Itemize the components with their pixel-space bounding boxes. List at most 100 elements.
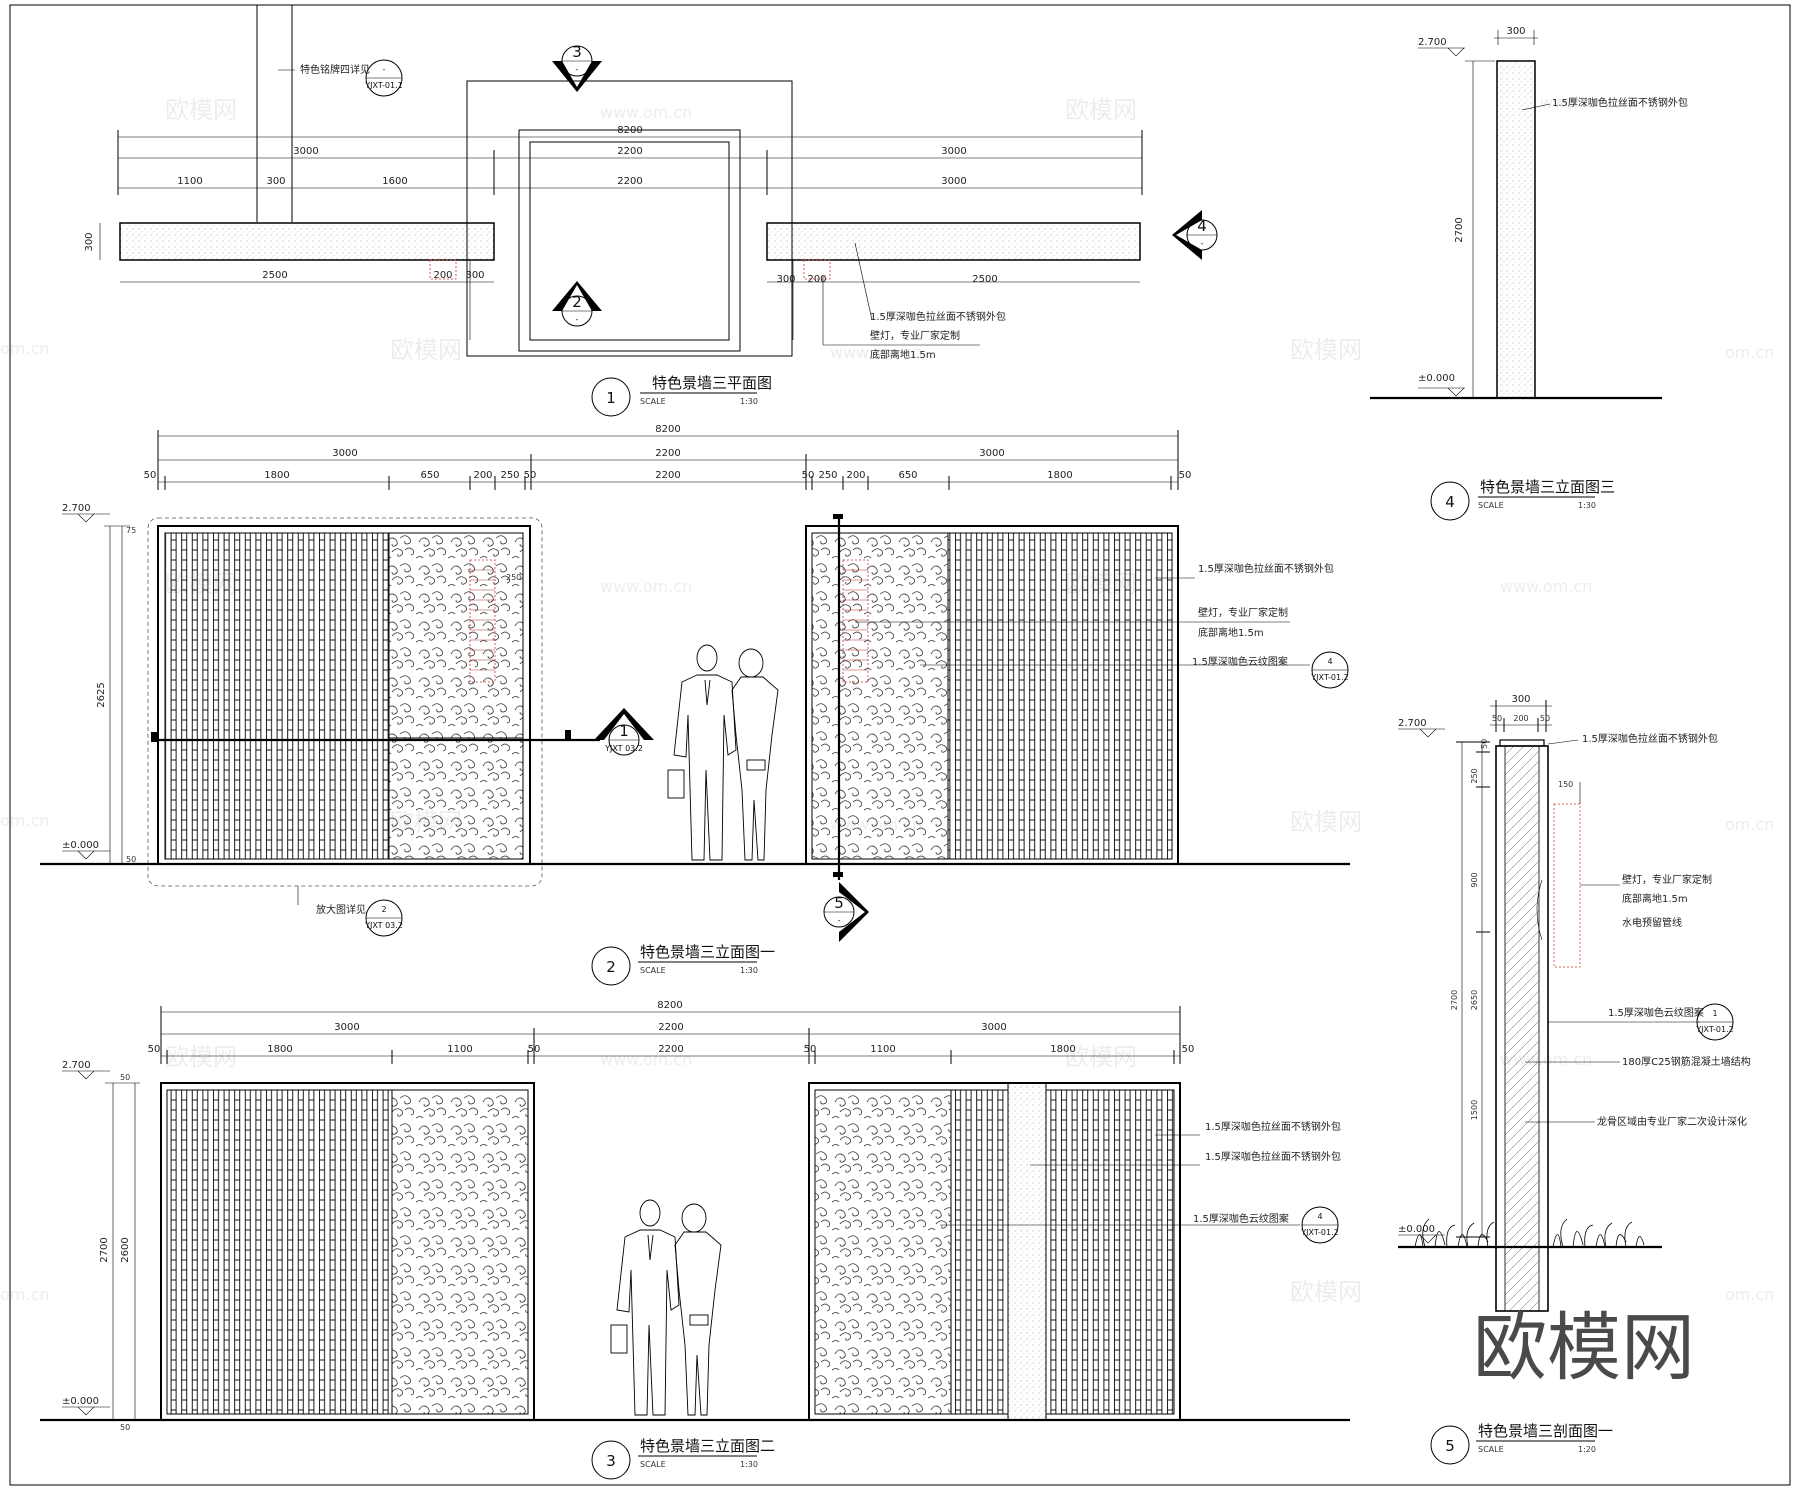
marker-ref: - (838, 916, 841, 925)
dim-text: 1600 (382, 176, 407, 187)
title-elev1: 特色景墙三立面图一 (640, 943, 775, 961)
dim-text: 200 (846, 470, 865, 481)
dim-text: 50 (802, 470, 815, 481)
bubble-ref: YJXT-01.2 (1300, 1228, 1338, 1237)
plan-wall-left (119, 222, 495, 261)
title-bubble-1 (591, 377, 631, 417)
scale-label: SCALE (640, 1460, 666, 1469)
elev1-slats-left (164, 532, 390, 860)
dim-text: 300 (776, 274, 795, 285)
dim-text: 2500 (972, 274, 997, 285)
dim-text: 1800 (1047, 470, 1072, 481)
dim-text: 650 (898, 470, 917, 481)
level-text: 2.700 (1398, 718, 1427, 729)
title-num: 3 (606, 1452, 616, 1470)
dim-text: 300 (465, 270, 484, 281)
dim-text: 2625 (96, 682, 107, 707)
elev2-cloud-panel-left (391, 1089, 529, 1415)
dim-text: 1500 (1470, 1100, 1479, 1120)
marker-num: 2 (572, 293, 582, 311)
dim-text: 300 (84, 232, 95, 251)
watermark: 欧模网 (1065, 1043, 1137, 1071)
dim-text: 2200 (658, 1044, 683, 1055)
dim-text: 300 (1506, 26, 1525, 37)
elevation-3-view: 300 2.700 2700 ±0.000 1.5厚深咖色拉丝面不锈钢外包 4 … (1370, 26, 1688, 521)
dim-text: 1100 (870, 1044, 895, 1055)
bubble-ref: YJXT-01.2 (1310, 673, 1348, 682)
plan-outer-frame (466, 80, 793, 357)
dim-text: 75 (126, 526, 136, 535)
watermark-url: om.cn (0, 1285, 49, 1304)
marker-ref: - (576, 65, 579, 74)
watermark: 欧模网 (1290, 336, 1362, 364)
watermark-url: om.cn (0, 811, 49, 830)
scale-label: SCALE (640, 966, 666, 975)
elev3-note-a: 1.5厚深咖色拉丝面不锈钢外包 (1552, 96, 1688, 109)
elevation-2-view: 8200 3000 2200 3000 50 1800 1100 50 2200… (40, 1000, 1350, 1480)
dim-text: 2200 (617, 146, 642, 157)
people-figures (667, 644, 779, 861)
marker-num: 1 (619, 722, 629, 740)
dim-text: 50 (528, 1044, 541, 1055)
elevation-1-view: 8200 3000 2200 3000 50 1800 650 200 250 … (40, 424, 1350, 986)
marker-ref: YJXT 03.2 (604, 744, 643, 753)
scale-label: SCALE (1478, 501, 1504, 510)
dim-text: 250 (500, 470, 519, 481)
elev2-wall-left (160, 1082, 535, 1421)
dim-text: 50 (120, 1423, 130, 1432)
watermark-url: www.om.cn (600, 577, 692, 596)
scale-value: 1:20 (1578, 1445, 1596, 1454)
watermark-url: om.cn (1725, 343, 1774, 362)
dim-text: 2700 (99, 1237, 110, 1262)
dim-text: 50 (126, 855, 136, 864)
brand-watermark: 欧模网 (1473, 1305, 1695, 1391)
dim-text: 8200 (657, 1000, 682, 1011)
title-bubble-3 (591, 1440, 631, 1480)
dim-text: 1800 (1050, 1044, 1075, 1055)
people-figures (610, 1199, 722, 1416)
dim-text: 8200 (617, 125, 642, 136)
title-num: 2 (606, 958, 616, 976)
scale-value: 1:30 (740, 966, 758, 975)
dim-text: 50 (120, 1073, 130, 1082)
elev1-wall-right (805, 525, 1179, 865)
watermark: 欧模网 (1290, 808, 1362, 836)
watermark-url: www.om.cn (1500, 577, 1592, 596)
section-note-e: 1.5厚深咖色云纹图案 (1608, 1006, 1704, 1019)
dim-text: 150 (1558, 780, 1573, 789)
scale-value: 1:30 (1578, 501, 1596, 510)
level-text: ±0.000 (62, 840, 99, 851)
dim-text: 3000 (941, 146, 966, 157)
plan-detail-note: 特色铭牌四详见 (300, 63, 370, 76)
dim-text: 900 (1470, 872, 1479, 887)
title-bubble-2 (591, 946, 631, 986)
watermark-url: om.cn (1725, 1285, 1774, 1304)
section-note-f: 180厚C25钢筋混凝土墙结构 (1622, 1055, 1751, 1068)
dim-text: 250 (506, 573, 521, 582)
dim-text: 3000 (981, 1022, 1006, 1033)
dim-text: 1800 (267, 1044, 292, 1055)
bubble-num: 4 (1327, 657, 1332, 666)
dim-text: 50 (804, 1044, 817, 1055)
title-bubble-4 (1430, 481, 1470, 521)
dim-text: 2700 (1450, 990, 1459, 1010)
watermark-url: www.om.cn (600, 1050, 692, 1069)
watermark: 欧模网 (165, 96, 237, 124)
sheet-border (9, 4, 1791, 1486)
elev2-wall-right (808, 1082, 1181, 1421)
elev1-note-enlarge: 放大图详见 (316, 903, 366, 916)
elev2-slats-right-a (950, 1089, 1009, 1415)
title-plan: 特色景墙三平面图 (652, 374, 772, 392)
title-num: 5 (1445, 1437, 1455, 1455)
marker-num: 5 (834, 894, 844, 912)
marker-ref: - (576, 315, 579, 324)
elev2-end-column (1007, 1082, 1047, 1421)
dim-text: 2200 (658, 1022, 683, 1033)
dim-text: 3000 (293, 146, 318, 157)
marker-ref: - (1201, 239, 1204, 248)
section-note-d: 水电预留管线 (1622, 916, 1682, 929)
elev2-slats-left (166, 1089, 393, 1415)
dim-text: 300 (1511, 694, 1530, 705)
grass-planting (1414, 1218, 1645, 1248)
dim-text: 2200 (655, 448, 680, 459)
